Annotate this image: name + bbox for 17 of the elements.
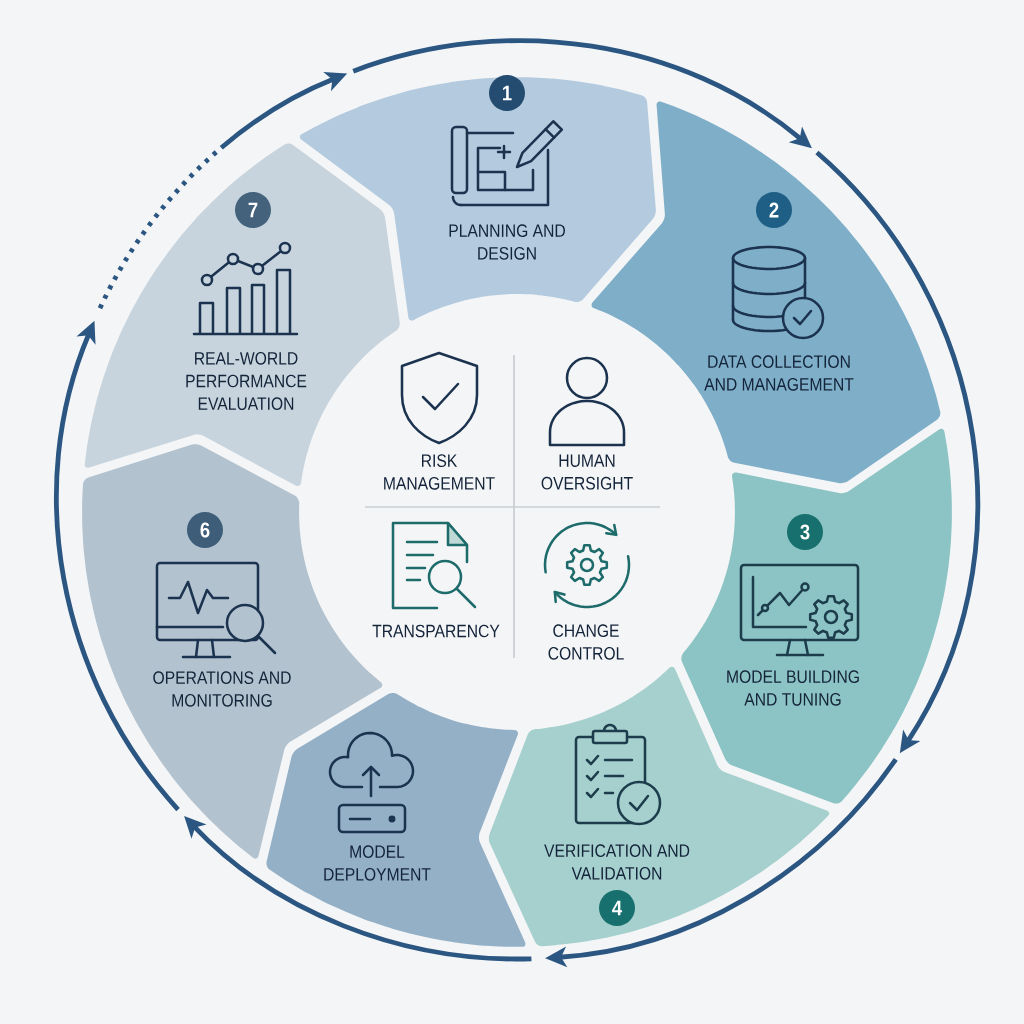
step-label: VERIFICATION AND VALIDATION xyxy=(544,844,690,880)
step-number-badge: 2 xyxy=(756,192,792,228)
step-label: PLANNING AND DESIGN xyxy=(449,224,565,260)
step-label: MODEL BUILDING AND TUNING xyxy=(727,670,859,706)
quadrant-label: RISK MANAGEMENT xyxy=(384,454,495,490)
step-number-badge: 7 xyxy=(235,192,271,228)
step-number-badge: 1 xyxy=(489,75,525,111)
step-label: MODEL DEPLOYMENT xyxy=(324,845,431,881)
step-label: OPERATIONS AND MONITORING xyxy=(153,671,291,707)
quadrant-label: TRANSPARENCY xyxy=(372,624,500,638)
step-number-badge: 4 xyxy=(599,890,635,926)
quadrant-label: CHANGE CONTROL xyxy=(548,624,624,660)
step-number-badge: 6 xyxy=(187,512,223,548)
step-number-badge: 3 xyxy=(787,514,823,550)
quadrant-label: HUMAN OVERSIGHT xyxy=(541,454,633,490)
step-label: DATA COLLECTION AND MANAGEMENT xyxy=(704,355,854,391)
step-label: REAL-WORLD PERFORMANCE EVALUATION xyxy=(186,351,307,411)
